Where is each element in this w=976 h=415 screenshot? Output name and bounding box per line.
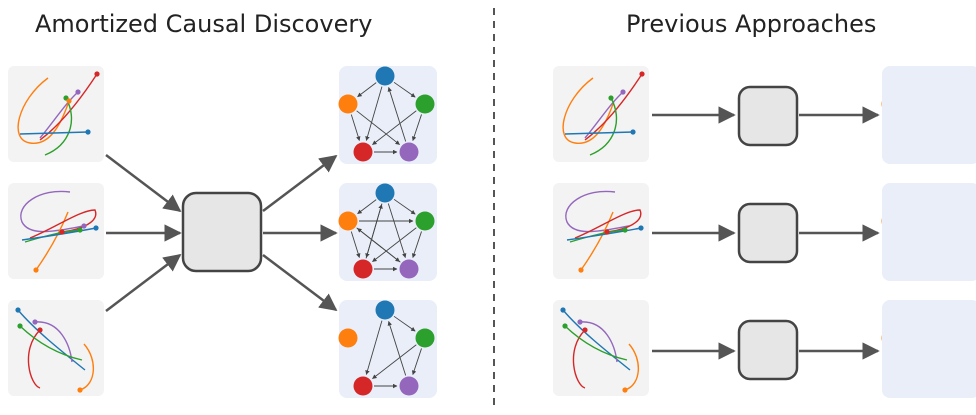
graph-edge <box>411 348 422 376</box>
graph-node-blue <box>375 300 395 320</box>
graph-node-red <box>353 376 373 396</box>
trajectory-panel-2 <box>8 183 104 279</box>
graph-edge <box>357 228 401 263</box>
graph-node-red <box>353 259 373 279</box>
causal-graph-icon <box>338 300 435 396</box>
graph-node-orange <box>338 211 358 231</box>
graph-node-blue <box>375 66 395 86</box>
graph-edge <box>365 320 383 375</box>
model-box-r3 <box>737 319 799 381</box>
graph-edge <box>372 227 417 263</box>
graph-edge <box>393 198 416 215</box>
graph-edge <box>365 204 383 259</box>
graph-edge <box>357 82 377 98</box>
graph-edge <box>411 114 422 142</box>
trajectory-panel-1 <box>8 66 104 162</box>
arrow-out-1 <box>262 154 338 212</box>
graph-edge <box>387 321 407 376</box>
model-box-r1 <box>737 85 799 147</box>
graph-edge <box>365 86 383 141</box>
graph-node-orange <box>338 94 358 114</box>
graph-panel-r1 <box>882 66 976 164</box>
graph-edge <box>350 231 361 258</box>
arrow-in-3 <box>105 253 182 312</box>
graph-edge <box>387 203 407 258</box>
trajectory-panel-3 <box>8 300 104 396</box>
graph-edge <box>393 81 416 98</box>
graph-node-purple <box>399 142 419 162</box>
graph-edge <box>356 110 400 145</box>
causal-graph-icon <box>338 183 435 279</box>
graph-node-green <box>415 94 435 114</box>
graph-edge <box>350 114 361 141</box>
arrow-in-1 <box>105 154 182 213</box>
graph-edge <box>387 87 407 142</box>
graph-node-orange <box>338 328 358 348</box>
trajectory-panel-r3 <box>553 300 649 396</box>
arrow-out-3 <box>262 254 338 312</box>
title-previous: Previous Approaches <box>626 10 877 38</box>
model-box-left <box>181 191 263 273</box>
causal-graph-icon <box>338 66 435 162</box>
title-amortized: Amortized Causal Discovery <box>35 10 373 38</box>
graph-node-purple <box>399 259 419 279</box>
graph-edge <box>357 199 377 215</box>
graph-edge <box>372 344 417 380</box>
graph-edge <box>411 231 422 259</box>
trajectory-panel-r1 <box>553 66 649 162</box>
graph-edge <box>372 110 417 146</box>
graph-node-red <box>353 142 373 162</box>
graph-panel-r2 <box>882 183 976 281</box>
graph-node-green <box>415 328 435 348</box>
model-box-r2 <box>737 202 799 264</box>
graph-node-purple <box>399 376 419 396</box>
graph-node-green <box>415 211 435 231</box>
graph-edge <box>393 315 416 332</box>
graph-node-blue <box>375 183 395 203</box>
trajectory-panel-r2 <box>553 183 649 279</box>
graph-panel-r3 <box>882 300 976 398</box>
